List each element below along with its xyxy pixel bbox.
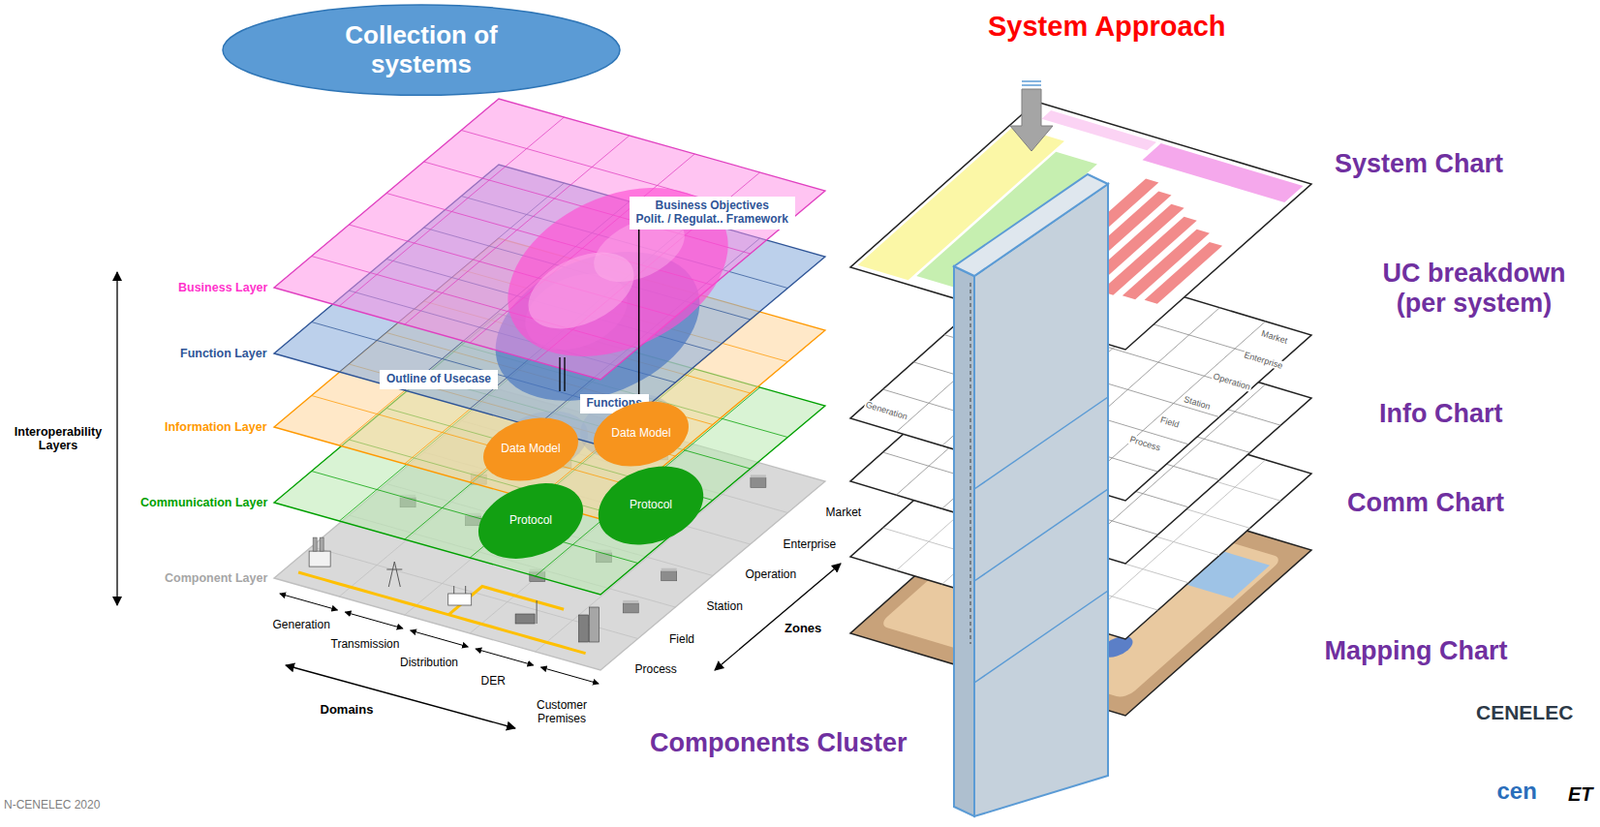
ellipse-node: Collection of systems xyxy=(222,4,620,95)
ellipse-node: Protocol xyxy=(596,468,706,543)
node-text: Data Model xyxy=(611,427,671,441)
plant-icon xyxy=(319,537,324,552)
device-icon xyxy=(750,474,767,478)
column-divider xyxy=(974,590,1108,683)
node-text: Collection of systems xyxy=(309,21,533,80)
logo-text: CENELEC xyxy=(1476,701,1573,725)
device-icon xyxy=(661,568,677,572)
header-band xyxy=(1141,143,1303,203)
copyright-note: N-CENELEC 2020 xyxy=(3,799,100,813)
zone-label: Operation xyxy=(745,568,798,583)
axis-label: Interoperability Layers xyxy=(3,425,113,454)
zones-arrow xyxy=(714,563,841,671)
zone-label: Market xyxy=(826,506,862,521)
column-divider xyxy=(974,489,1108,582)
node-text: Data Model xyxy=(500,442,560,457)
domain-label: Customer Premises xyxy=(526,699,597,727)
section-heading: System Approach xyxy=(987,10,1227,43)
node-text: Protocol xyxy=(509,514,553,528)
zone-label: Enterprise xyxy=(783,538,837,553)
plant-icon xyxy=(312,537,317,552)
chart-label: Comm Chart xyxy=(1347,488,1505,519)
ellipse-node: Data Model xyxy=(592,402,690,465)
logo-text: cen xyxy=(1497,777,1538,805)
column-divider xyxy=(974,397,1108,490)
chart-label: Info Chart xyxy=(1379,399,1504,430)
down-arrow xyxy=(1021,80,1042,83)
domain-span-arrow xyxy=(279,593,338,611)
zone-label: Station xyxy=(707,600,743,615)
device-icon xyxy=(661,571,677,582)
domains-arrow xyxy=(285,665,516,729)
der-icon xyxy=(536,600,538,624)
ellipse-node: Protocol xyxy=(476,486,585,556)
ellipse-shape xyxy=(467,469,594,573)
ellipse-shape xyxy=(222,4,620,95)
plant-icon xyxy=(308,551,331,567)
node-text: Business Objectives xyxy=(636,199,789,214)
domain-span-arrow xyxy=(475,648,533,666)
domain-label: Generation xyxy=(273,618,331,633)
cluster-label: Components Cluster xyxy=(649,728,908,759)
node-text: Outline of Usecase xyxy=(386,372,492,387)
grid-wire xyxy=(448,586,564,616)
ellipse-node: Data Model xyxy=(482,419,580,480)
grid-wire xyxy=(298,572,585,654)
node-text: Protocol xyxy=(629,498,673,513)
zone-label: Process xyxy=(635,663,677,677)
node-text: Polit. / Regulat.. Framework xyxy=(636,213,789,227)
building-icon xyxy=(589,607,600,643)
column-side xyxy=(953,266,975,817)
ellipse-shape xyxy=(586,452,714,559)
column-top xyxy=(953,174,1108,277)
business-ellipse xyxy=(480,154,755,391)
layer-label: Function Layer xyxy=(180,346,268,361)
ellipse-shape xyxy=(585,391,696,477)
domain-label: Distribution xyxy=(400,656,459,671)
axis-label: Zones xyxy=(784,621,822,637)
column-front xyxy=(974,184,1108,817)
bar xyxy=(1144,242,1223,305)
layer-label: Component Layer xyxy=(164,571,268,585)
logo-text: ET xyxy=(1568,783,1594,806)
layer-label: Communication Layer xyxy=(140,495,268,510)
domain-span-arrow xyxy=(410,630,468,647)
der-icon xyxy=(515,614,535,624)
layers-arrow xyxy=(116,272,118,606)
axis-label: Domains xyxy=(320,703,374,718)
column-dash xyxy=(970,282,972,645)
down-arrow xyxy=(1021,84,1042,87)
chart-label: Mapping Chart xyxy=(1324,636,1508,667)
layer-label: Information Layer xyxy=(164,420,268,434)
down-arrow xyxy=(1010,89,1053,152)
device-icon xyxy=(750,477,767,488)
layer-label: Business Layer xyxy=(178,280,268,295)
device-icon xyxy=(622,603,639,614)
ellipse-shape xyxy=(476,407,586,492)
label-box: Outline of Usecase xyxy=(379,369,498,390)
building-icon xyxy=(579,615,589,643)
link-line xyxy=(563,357,565,392)
domain-span-arrow xyxy=(344,612,402,629)
pylon-icon xyxy=(386,561,402,587)
link-line xyxy=(558,357,560,392)
zone-label: Field xyxy=(669,633,695,647)
connector-line xyxy=(638,229,641,395)
substation-icon xyxy=(448,593,472,606)
chart-label: System Chart xyxy=(1334,149,1504,180)
domain-label: DER xyxy=(481,675,506,689)
label-box: Business ObjectivesPolit. / Regulat.. Fr… xyxy=(629,196,796,230)
domain-label: Transmission xyxy=(331,638,400,652)
substation-icon xyxy=(454,585,466,594)
device-icon xyxy=(622,600,639,604)
domain-span-arrow xyxy=(541,667,599,684)
chart-label: UC breakdown (per system) xyxy=(1363,258,1585,319)
